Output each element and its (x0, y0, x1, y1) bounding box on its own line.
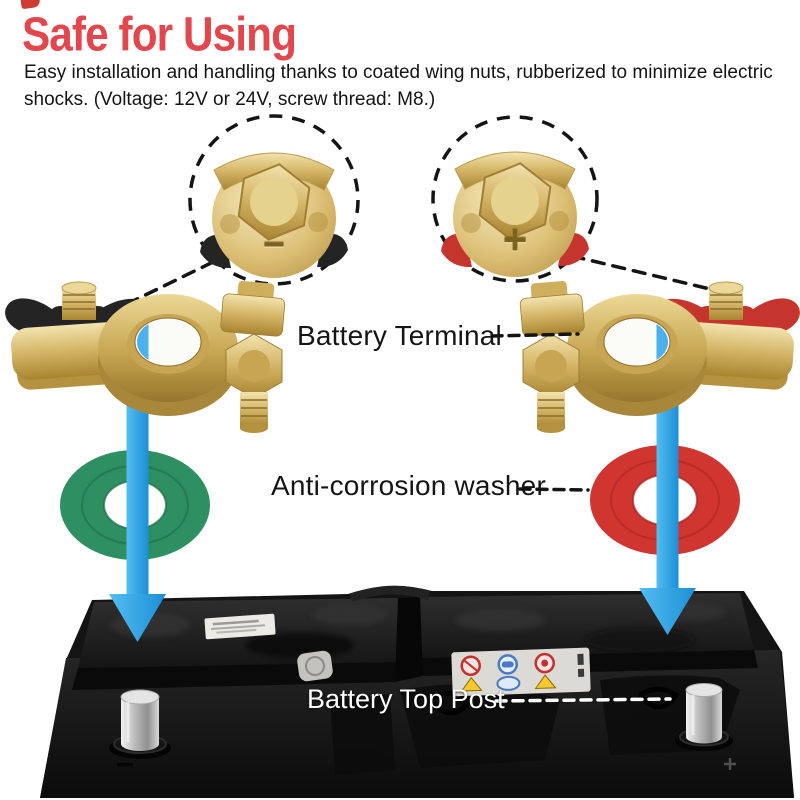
anti-corrosion-washer-label-line (518, 487, 590, 492)
negative-polarity-symbol: − (262, 224, 286, 266)
battery-terminal-label-line (490, 332, 580, 338)
positive-polarity-symbol: + (502, 216, 528, 263)
battery-spec-label (204, 613, 276, 640)
battery-center-divider (395, 597, 423, 682)
battery-top-post-label-line (494, 697, 672, 703)
page-title: Safe for Using (22, 7, 297, 62)
arrow-through-left-hole (137, 319, 149, 365)
description-text: Easy installation and handling thanks to… (24, 62, 773, 110)
battery-right-post (675, 683, 733, 751)
negative-terminal-closeup-circle (188, 114, 360, 286)
battery-emblem-sticker (297, 650, 333, 682)
battery-top-post-label: Battery Top Post (307, 684, 505, 714)
arrow-through-right-hole (656, 319, 668, 365)
battery-left-post (109, 689, 171, 759)
positive-terminal-closeup-circle (431, 115, 599, 283)
battery-terminal-label: Battery Terminal (297, 320, 502, 351)
battery-warning-stickers (451, 647, 591, 697)
battery-illustration (40, 585, 794, 798)
right-callout-connector-line (570, 254, 737, 297)
anti-corrosion-washer-label: Anti-corrosion washer (271, 470, 546, 501)
